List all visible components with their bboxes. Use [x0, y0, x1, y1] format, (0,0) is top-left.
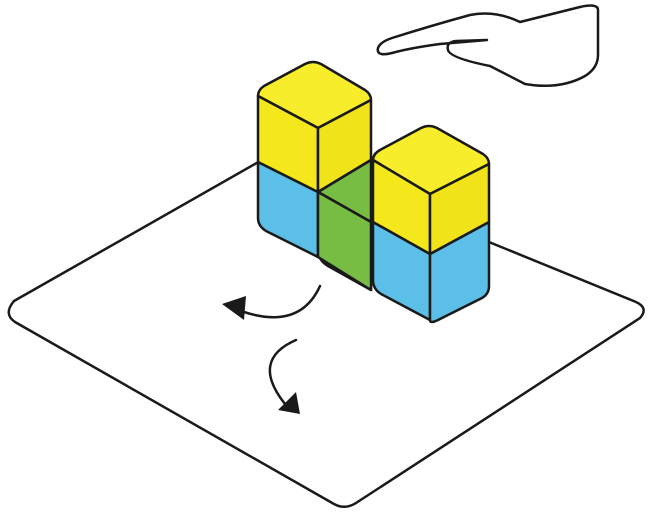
cube-yellow-left: [256, 60, 373, 194]
rotate-arrow-right: [268, 338, 300, 414]
hand-icon: [376, 4, 600, 87]
cube-green-middle: [316, 158, 373, 292]
rotate-arrow-left: [222, 284, 322, 320]
cube-yellow-right: [371, 124, 491, 256]
